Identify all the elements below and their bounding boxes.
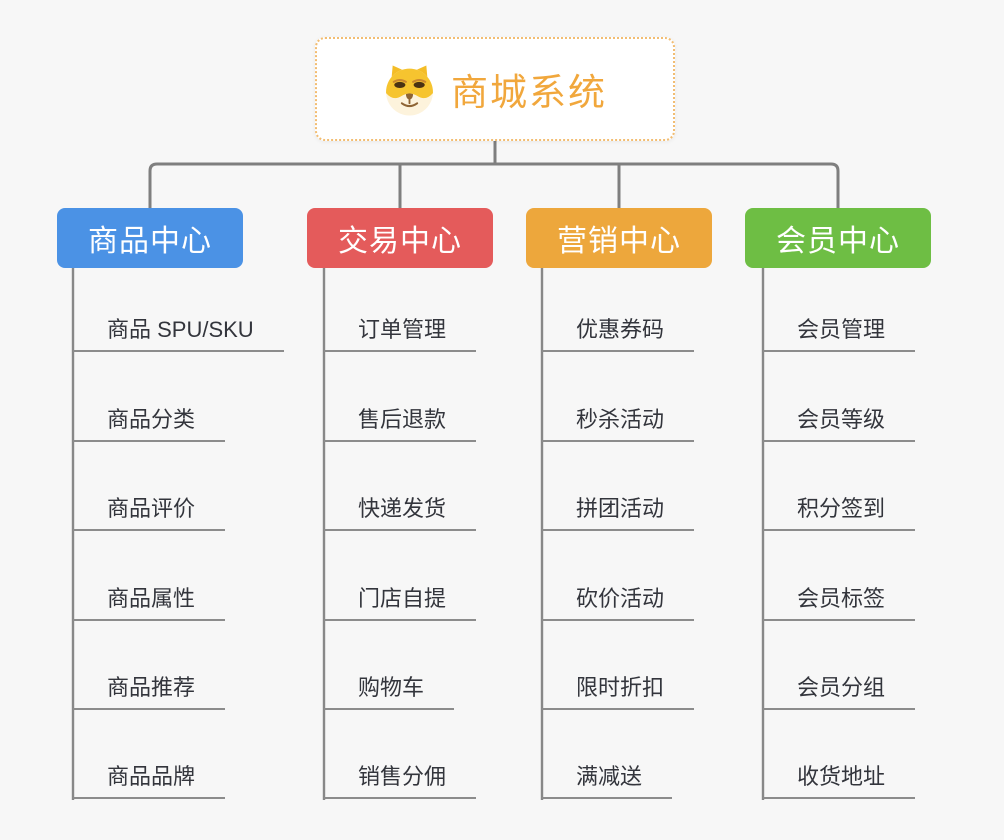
sub-topic[interactable]: 优惠券码 [542, 316, 695, 352]
sub-topic[interactable]: 商品属性 [73, 585, 226, 621]
sub-topic[interactable]: 限时折扣 [542, 674, 695, 710]
sub-topic[interactable]: 商品分类 [73, 406, 226, 442]
sub-topic[interactable]: 商品推荐 [73, 674, 226, 710]
sub-topic[interactable]: 积分签到 [763, 495, 916, 531]
branch-product-center[interactable]: 商品中心 [57, 208, 243, 268]
branch-member-center[interactable]: 会员中心 [745, 208, 931, 268]
sub-topic[interactable]: 会员分组 [763, 674, 916, 710]
branch-marketing-center[interactable]: 营销中心 [526, 208, 712, 268]
branch-trade-center[interactable]: 交易中心 [307, 208, 493, 268]
branch-bus-line [148, 162, 840, 208]
dog-face-icon [386, 65, 433, 116]
sub-topic[interactable]: 会员管理 [763, 316, 916, 352]
root-topic[interactable]: 商城系统 [315, 37, 675, 141]
sub-topic[interactable]: 商品品牌 [73, 763, 226, 799]
sub-topic[interactable]: 收货地址 [763, 763, 916, 799]
sub-topic[interactable]: 门店自提 [324, 585, 477, 621]
sub-topic[interactable]: 秒杀活动 [542, 406, 695, 442]
sub-topic[interactable]: 商品 SPU/SKU [73, 316, 284, 352]
sub-topic[interactable]: 满减送 [542, 763, 673, 799]
sub-topic[interactable]: 订单管理 [324, 316, 477, 352]
sub-topic[interactable]: 销售分佣 [324, 763, 477, 799]
sub-topic[interactable]: 售后退款 [324, 406, 477, 442]
sub-topic[interactable]: 购物车 [324, 674, 455, 710]
sub-topic[interactable]: 会员等级 [763, 406, 916, 442]
root-topic-label: 商城系统 [451, 72, 607, 113]
sub-topic[interactable]: 砍价活动 [542, 585, 695, 621]
sub-topic[interactable]: 拼团活动 [542, 495, 695, 531]
sub-topic[interactable]: 快递发货 [324, 495, 477, 531]
sub-topic[interactable]: 商品评价 [73, 495, 226, 531]
sub-topic[interactable]: 会员标签 [763, 585, 916, 621]
